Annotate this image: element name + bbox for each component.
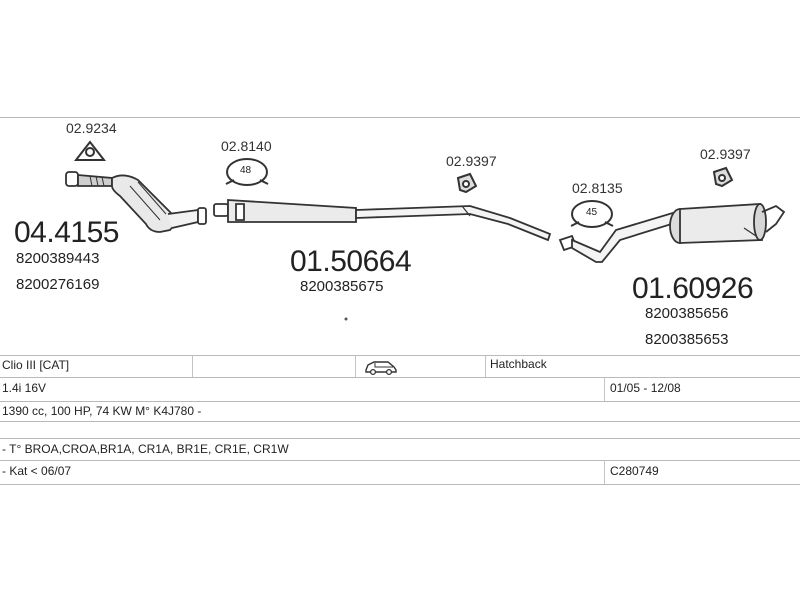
dot-mark bbox=[344, 317, 348, 321]
part-code-hanger: 02.9397 bbox=[446, 153, 497, 169]
oe-number: 8200389443 bbox=[16, 250, 100, 267]
oe-number: 8200385675 bbox=[300, 278, 384, 295]
rubber-hanger-rear-icon bbox=[712, 166, 734, 188]
body-type-cell: Hatchback bbox=[490, 357, 547, 371]
col-line bbox=[604, 377, 605, 401]
top-border bbox=[0, 117, 800, 118]
row-line bbox=[0, 377, 800, 378]
row-line bbox=[0, 401, 800, 402]
row-line bbox=[0, 438, 800, 439]
rear-silencer bbox=[558, 203, 786, 263]
oe-number: 8200385653 bbox=[645, 331, 729, 348]
part-code-catalyst: 04.4155 bbox=[14, 216, 119, 249]
oe-number: 8200276169 bbox=[16, 276, 100, 293]
catalytic-converter bbox=[65, 171, 207, 233]
rubber-hanger-icon bbox=[456, 172, 478, 194]
oe-number: 8200385656 bbox=[645, 305, 729, 322]
car-hatchback-icon bbox=[365, 361, 397, 376]
row-line bbox=[0, 484, 800, 485]
row-line bbox=[0, 460, 800, 461]
ref-cell: C280749 bbox=[610, 464, 659, 478]
part-code-gasket: 02.9234 bbox=[66, 120, 117, 136]
part-code-clamp: 02.8140 bbox=[221, 138, 272, 154]
col-line bbox=[355, 355, 356, 377]
part-code-rear-silencer: 01.60926 bbox=[632, 272, 754, 305]
col-line bbox=[485, 355, 486, 377]
col-line bbox=[192, 355, 193, 377]
model-cell: Clio III [CAT] bbox=[2, 358, 70, 372]
clamp-size-label: 48 bbox=[240, 165, 252, 176]
engine-cell: 1.4i 16V bbox=[2, 381, 47, 395]
col-line bbox=[604, 460, 605, 484]
part-code-hanger: 02.9397 bbox=[700, 146, 751, 162]
period-cell: 01/05 - 12/08 bbox=[610, 381, 681, 395]
clamp-48-icon bbox=[225, 158, 269, 186]
note-cell: - Kat < 06/07 bbox=[2, 464, 72, 478]
part-code-front-silencer: 01.50664 bbox=[290, 245, 412, 278]
clamp-size-label: 45 bbox=[586, 207, 598, 218]
clamp-45-icon bbox=[570, 200, 614, 228]
triangle-gasket-icon bbox=[73, 140, 107, 161]
spec-cell: 1390 cc, 100 HP, 74 KW M° K4J780 - bbox=[2, 404, 202, 418]
front-silencer bbox=[213, 199, 552, 242]
types-cell: - T° BROA,CROA,BR1A, CR1A, BR1E, CR1E, C… bbox=[2, 442, 289, 456]
row-line bbox=[0, 421, 800, 422]
part-code-clamp: 02.8135 bbox=[572, 180, 623, 196]
row-line bbox=[0, 355, 800, 356]
